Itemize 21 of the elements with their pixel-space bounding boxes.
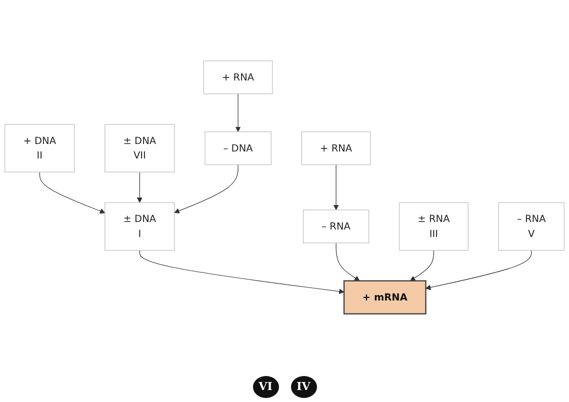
arrow <box>139 250 344 294</box>
roman-numeral-label: VI <box>252 376 278 398</box>
arrow <box>333 164 339 210</box>
arrow <box>426 250 532 290</box>
arrow <box>336 242 360 281</box>
roman-numeral-label: IV <box>290 376 316 398</box>
node-box: + RNA <box>203 60 273 94</box>
node-box: + RNA <box>301 131 371 165</box>
node-box: ± RNA III <box>399 202 468 250</box>
arrow <box>174 164 238 213</box>
node-box: – DNA <box>204 131 272 165</box>
node-box: – RNA <box>303 209 370 243</box>
node-box: + DNA II <box>4 124 75 172</box>
node-box: ± DNA VII <box>104 124 175 172</box>
arrow <box>235 93 241 132</box>
arrow <box>39 171 106 214</box>
arrow <box>136 171 142 203</box>
node-box: ± DNA I <box>104 202 175 250</box>
arrow <box>410 250 434 281</box>
node-box: – RNA V <box>498 202 564 250</box>
node-box: + mRNA <box>343 280 426 314</box>
